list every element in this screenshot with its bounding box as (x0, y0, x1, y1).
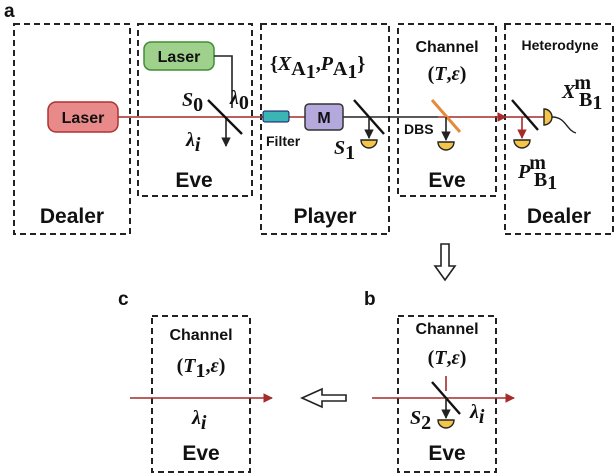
player-label: Player (293, 205, 356, 228)
eve-box-b (397, 315, 497, 473)
detector-xb (543, 108, 553, 126)
label-lambda-i-c: λi (191, 407, 207, 434)
eve-channel-box (397, 23, 497, 197)
filter-label: Filter (266, 133, 301, 149)
dbs-label: DBS (404, 121, 434, 137)
laser-dealer-label: Laser (62, 110, 105, 127)
channel-label-a: Channel (415, 39, 478, 56)
panel-label-c: c (118, 289, 129, 310)
eve-label-source: Eve (175, 169, 212, 192)
dealer-box-right (504, 23, 614, 235)
eve-box-source (137, 23, 253, 197)
channel-params-c: (T1,ε) (177, 355, 226, 382)
arrow-down-icon (433, 243, 457, 282)
eve-label-channel: Eve (428, 169, 465, 192)
channel-label-b: Channel (415, 321, 478, 338)
label-lambda-i-b: λi (469, 401, 485, 428)
modulator-label: M (317, 110, 330, 127)
detector-s1 (360, 139, 378, 149)
label-s0: S0 (182, 89, 203, 116)
label-xa-pa: {XA1,PA1} (270, 53, 365, 83)
dbs-element (430, 99, 462, 133)
eve-label-c: Eve (182, 442, 219, 465)
channel-params-b: (T,ε) (428, 347, 467, 369)
laser-eve-label: Laser (158, 49, 201, 66)
arrow-left-icon (300, 387, 347, 409)
channel-params-a: (T,ε) (428, 63, 467, 85)
label-s2: S2 (410, 407, 431, 434)
filter-element (262, 110, 290, 123)
dealer-label-right: Dealer (527, 205, 591, 228)
detector-pb (513, 139, 531, 149)
beam-splitter-s0 (207, 99, 243, 135)
label-lambda0: λ0 (229, 87, 249, 114)
beam-splitter-het (511, 99, 539, 131)
label-lambda-i-a: λi (185, 129, 201, 156)
channel-label-c: Channel (169, 327, 232, 344)
heterodyne-label: Heterodyne (521, 37, 598, 53)
detector-s2 (437, 419, 455, 429)
eve-label-b: Eve (428, 442, 465, 465)
laser-dealer (47, 101, 119, 133)
player-box (260, 23, 390, 235)
detector-dbs (437, 141, 455, 151)
detector-xb-wire (551, 116, 577, 134)
panel-label-a: a (4, 1, 15, 22)
dealer-box-left (13, 23, 131, 235)
dealer-label-left: Dealer (40, 205, 104, 228)
label-s1: S1 (334, 137, 355, 164)
eve-box-c (151, 315, 251, 473)
panel-label-b: b (364, 289, 376, 310)
beam-eve-laser (214, 55, 233, 108)
modulator-box (304, 103, 344, 131)
